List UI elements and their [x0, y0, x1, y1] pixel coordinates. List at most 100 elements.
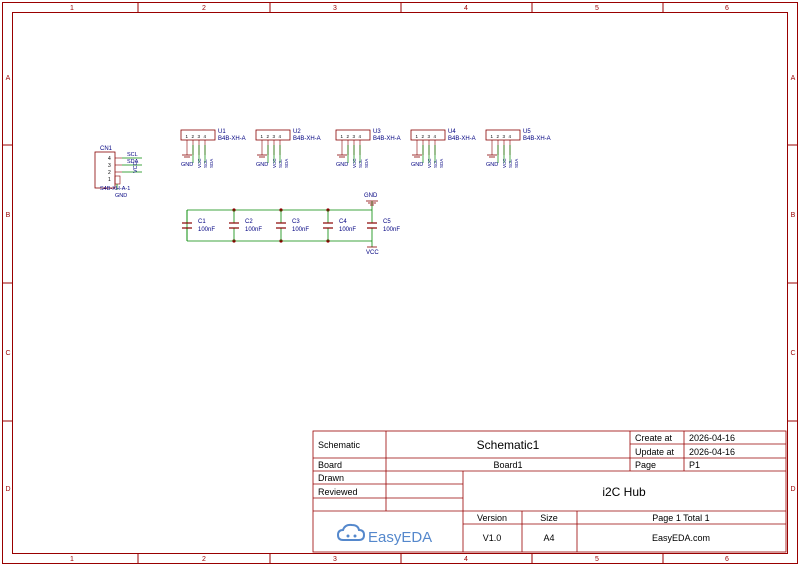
page-label: Page [635, 460, 656, 470]
col-label-5-bottom: 5 [595, 556, 599, 563]
row-label-d: D [5, 486, 10, 493]
header-pin: 3 [273, 134, 276, 139]
gnd-label: GND [364, 193, 378, 199]
row-label-a-right: A [791, 75, 796, 82]
capacitor-ref: C3 [292, 219, 300, 225]
project-title: i2C Hub [602, 485, 646, 499]
header-part: B4B-XH-A [218, 136, 246, 142]
header-gnd-label: GND [411, 162, 423, 168]
capacitor-c4[interactable]: C4 100nF [323, 210, 356, 241]
capacitor-value: 100nF [245, 227, 262, 233]
capacitor-bank: GND VCC C1100nFC2100nFC3100nFC4100nFC510… [182, 193, 400, 256]
capacitor-ref: C4 [339, 219, 347, 225]
header-vcc-label: VCC [352, 158, 357, 168]
version-label: Version [477, 513, 507, 523]
header-pin: 1 [186, 134, 189, 139]
capacitor-c1[interactable]: C1 100nF [182, 210, 215, 241]
connector-net-scl: SCL [127, 152, 138, 158]
row-label-b-right: B [791, 212, 796, 219]
schematic-label: Schematic [318, 440, 361, 450]
board-label: Board [318, 460, 342, 470]
header-gnd-label: GND [336, 162, 348, 168]
header-pin: 4 [359, 134, 362, 139]
capacitor-c2[interactable]: C2 100nF [229, 210, 262, 241]
gnd-symbol [366, 200, 378, 206]
size-label: Size [540, 513, 558, 523]
size-value: A4 [543, 533, 554, 543]
header-ref: U2 [293, 129, 301, 135]
connector-cn1[interactable]: CN1 4 3 2 1 SCL SDA VCC S4B-XH-A-1 GND [94, 146, 142, 199]
header-pin: 2 [267, 134, 270, 139]
header-scl-label: SCL [433, 159, 438, 168]
header-pin: 3 [198, 134, 201, 139]
vcc-label: VCC [366, 250, 379, 256]
col-label-4-bottom: 4 [464, 556, 468, 563]
capacitor-value: 100nF [383, 227, 400, 233]
capacitor-ref: C1 [198, 219, 206, 225]
header-pin: 1 [261, 134, 264, 139]
header-part: B4B-XH-A [293, 136, 321, 142]
col-label-2: 2 [202, 5, 206, 12]
header-scl-label: SCL [508, 159, 513, 168]
header-pin: 1 [341, 134, 344, 139]
header-sda-label: SDA [439, 159, 444, 168]
header-pin: 2 [347, 134, 350, 139]
connector-ref: CN1 [100, 146, 113, 152]
col-label-4: 4 [464, 5, 468, 12]
capacitor-value: 100nF [292, 227, 309, 233]
page-value: P1 [689, 460, 700, 470]
header-pin: 1 [491, 134, 494, 139]
header-sda-label: SDA [364, 159, 369, 168]
header-pin: 2 [192, 134, 195, 139]
header-pin: 3 [503, 134, 506, 139]
capacitor-c3[interactable]: C3 100nF [276, 210, 309, 241]
header-vcc-label: VCC [502, 158, 507, 168]
col-label-2-bottom: 2 [202, 556, 206, 563]
header-ref: U5 [523, 129, 531, 135]
col-label-3-bottom: 3 [333, 556, 337, 563]
row-label-c: C [5, 350, 10, 357]
header-scl-label: SCL [278, 159, 283, 168]
connector-gnd: GND [115, 193, 127, 199]
header-sda-label: SDA [284, 159, 289, 168]
header-pin: 4 [204, 134, 207, 139]
header-ref: U3 [373, 129, 381, 135]
col-label-6-bottom: 6 [725, 556, 729, 563]
connector-part: S4B-XH-A-1 [100, 186, 130, 192]
col-label-3: 3 [333, 5, 337, 12]
row-label-b: B [6, 212, 11, 219]
col-label-1: 1 [70, 5, 74, 12]
row-label-a: A [6, 75, 11, 82]
update-label: Update at [635, 447, 675, 457]
connector-pin-2: 2 [108, 170, 111, 176]
header-gnd-label: GND [256, 162, 268, 168]
capacitor-value: 100nF [339, 227, 356, 233]
header-pin: 3 [428, 134, 431, 139]
header-vcc-label: VCC [272, 158, 277, 168]
cloud-logo-icon [336, 523, 366, 541]
header-part: B4B-XH-A [448, 136, 476, 142]
header-part: B4B-XH-A [373, 136, 401, 142]
header-sda-label: SDA [514, 159, 519, 168]
header-vcc-label: VCC [427, 158, 432, 168]
header-pin: 1 [416, 134, 419, 139]
header-pin: 2 [497, 134, 500, 139]
capacitor-value: 100nF [198, 227, 215, 233]
header-part: B4B-XH-A [523, 136, 551, 142]
header-sda-label: SDA [209, 159, 214, 168]
connector-net-sda: SDA [127, 159, 139, 165]
capacitor-ref: C2 [245, 219, 253, 225]
reviewed-label: Reviewed [318, 487, 358, 497]
update-date: 2026-04-16 [689, 447, 735, 457]
header-scl-label: SCL [358, 159, 363, 168]
board-name: Board1 [493, 460, 522, 470]
